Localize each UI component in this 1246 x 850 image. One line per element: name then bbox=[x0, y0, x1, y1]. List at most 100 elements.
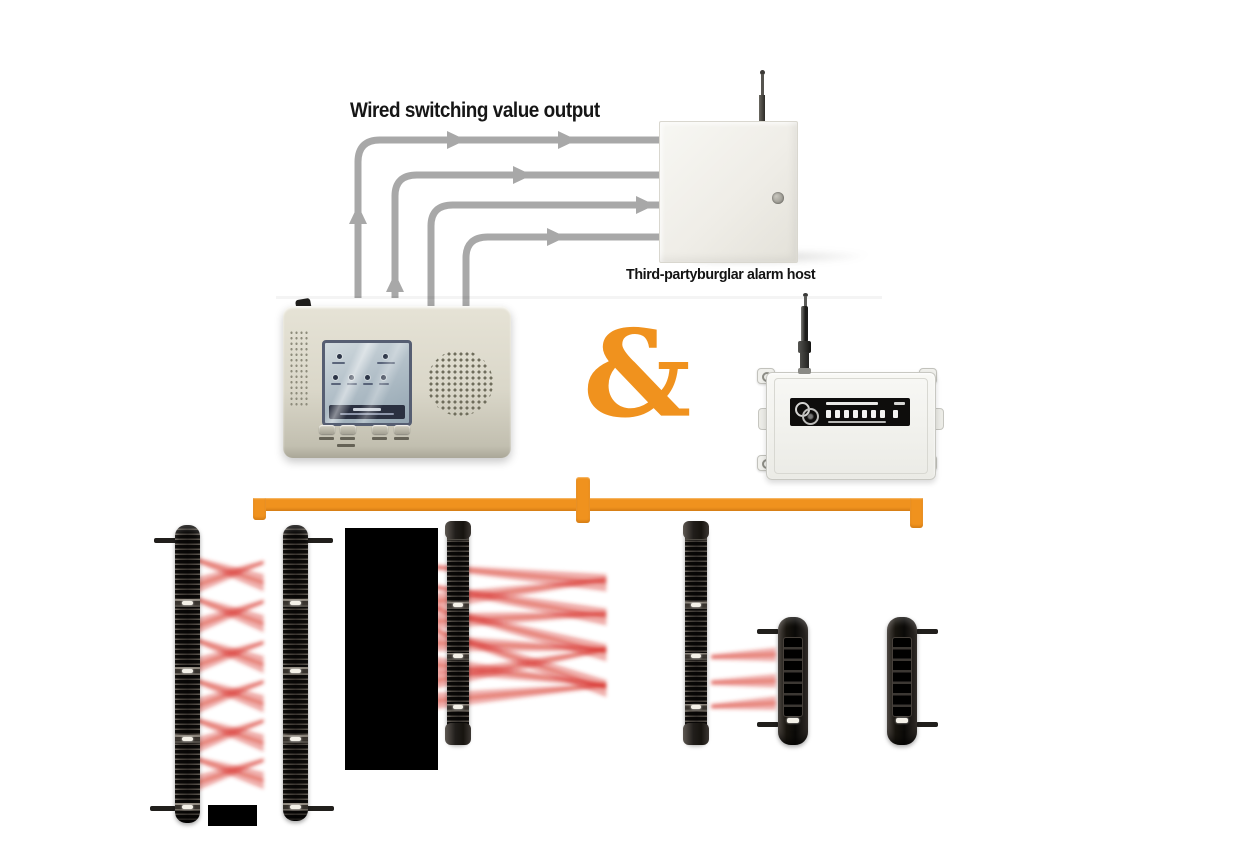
flow-arrow-1 bbox=[354, 136, 659, 298]
led-caption bbox=[332, 362, 345, 364]
transmitter-antenna-nut bbox=[798, 341, 811, 353]
model-text-smudge bbox=[353, 408, 381, 411]
model-subtext-smudge bbox=[340, 413, 394, 415]
transmitter-face-panel bbox=[774, 378, 928, 474]
beam-sensor-bar-short-left bbox=[778, 617, 808, 745]
flow-arrow-4 bbox=[462, 233, 659, 320]
arrowhead-right-icon bbox=[513, 166, 532, 184]
infrared-beam-core bbox=[188, 680, 264, 710]
sensor-led-icon bbox=[182, 737, 193, 741]
infrared-beam-core bbox=[711, 701, 777, 708]
infrared-beam bbox=[711, 647, 777, 662]
wireless-transmitter bbox=[766, 372, 936, 480]
dip-switch-icon bbox=[893, 410, 898, 418]
panel-speaker-grille bbox=[427, 350, 493, 416]
led-caption bbox=[377, 362, 395, 364]
flow-arrow-2 bbox=[391, 171, 659, 298]
transmitter-antenna bbox=[801, 306, 808, 342]
button-caption bbox=[394, 437, 409, 440]
sensor-led-icon bbox=[290, 669, 301, 673]
ampersand-symbol: & bbox=[583, 304, 692, 445]
alarm-host-antenna bbox=[761, 74, 764, 97]
transmitter-antenna-mount bbox=[800, 352, 809, 371]
button-caption bbox=[337, 444, 355, 447]
mounting-rod-icon bbox=[757, 722, 779, 727]
bracket-center-stem bbox=[576, 477, 590, 523]
arrowhead-up-icon bbox=[386, 273, 404, 292]
transmitter-antenna-base bbox=[798, 368, 811, 374]
arrowhead-right-icon bbox=[547, 228, 566, 246]
led-caption bbox=[347, 383, 357, 385]
infrared-beam-core bbox=[188, 641, 264, 670]
dip-switch-icon bbox=[862, 410, 867, 418]
sensor-led-icon bbox=[896, 718, 908, 723]
sensor-led-icon bbox=[182, 669, 193, 673]
infrared-beam-core bbox=[711, 679, 777, 684]
flow-arrow-3 bbox=[427, 201, 659, 312]
status-led-icon bbox=[381, 375, 386, 380]
dip-switch-icon bbox=[880, 410, 885, 418]
beam-sensor-bar-tall-left bbox=[175, 525, 200, 823]
beam-sensor-bar-mid-right bbox=[683, 521, 709, 745]
sensor-led-icon bbox=[290, 737, 301, 741]
transmitter-label-strip bbox=[790, 398, 910, 426]
arrowhead-right-icon bbox=[447, 131, 466, 149]
panel-display bbox=[322, 340, 412, 426]
sensor-led-icon bbox=[290, 805, 301, 809]
status-led-icon bbox=[383, 354, 388, 359]
dip-switch-icon bbox=[853, 410, 858, 418]
sensor-led-icon bbox=[290, 601, 301, 605]
alarm-host-antenna-tip-icon bbox=[760, 70, 765, 75]
mounting-rod-icon bbox=[154, 538, 177, 543]
mounting-rod-icon bbox=[306, 538, 333, 543]
sensor-led-icon bbox=[691, 705, 701, 709]
status-led-icon bbox=[365, 375, 370, 380]
status-led-icon bbox=[349, 375, 354, 380]
sensor-grill bbox=[892, 637, 912, 717]
flow-arrows bbox=[349, 131, 659, 320]
beam-group-long-range-pair bbox=[188, 555, 264, 795]
led-caption bbox=[379, 383, 389, 385]
led-caption bbox=[331, 383, 341, 385]
bracket-right-leg bbox=[910, 498, 923, 528]
mounting-rod-icon bbox=[306, 806, 334, 811]
mounting-rod-icon bbox=[916, 629, 938, 634]
button-caption bbox=[319, 437, 334, 440]
sensor-led-icon bbox=[787, 718, 799, 723]
panel-button bbox=[340, 425, 356, 434]
alarm-host-lock-knob-icon bbox=[772, 192, 784, 204]
mounting-rod-icon bbox=[916, 722, 938, 727]
sensor-led-icon bbox=[691, 603, 701, 607]
button-caption bbox=[340, 437, 355, 440]
alarm-host-label: Third-partyburglar alarm host bbox=[626, 266, 816, 283]
beam-sensor-bar-short-right bbox=[887, 617, 917, 745]
infrared-beam-core bbox=[188, 719, 264, 750]
beam-sensor-bar-mid-left bbox=[445, 521, 471, 745]
infrared-beam-core bbox=[188, 561, 264, 589]
sensor-led-icon bbox=[182, 805, 193, 809]
status-led-icon bbox=[333, 375, 338, 380]
label-text-smudge bbox=[894, 402, 905, 405]
panel-button bbox=[372, 425, 388, 434]
sensor-led-icon bbox=[453, 603, 463, 607]
beam-sensor-bar-tall-right bbox=[283, 525, 308, 821]
sensor-led-icon bbox=[691, 654, 701, 658]
panel-button bbox=[394, 425, 410, 434]
dip-switch-icon bbox=[844, 410, 849, 418]
infrared-beam-core bbox=[188, 759, 264, 787]
dial-icon bbox=[802, 408, 819, 425]
label-text-smudge bbox=[828, 421, 886, 423]
censor-block-large bbox=[345, 528, 438, 770]
censor-block-small bbox=[208, 805, 257, 826]
dip-switch-icon bbox=[871, 410, 876, 418]
beam-group-short-range-pair bbox=[711, 647, 777, 710]
dip-switch-icon bbox=[835, 410, 840, 418]
status-led-icon bbox=[337, 354, 342, 359]
infrared-beams bbox=[188, 555, 777, 795]
panel-button bbox=[319, 425, 335, 434]
photo-seam bbox=[276, 296, 882, 299]
bracket-left-leg bbox=[253, 498, 266, 520]
wired-output-label: Wired switching value output bbox=[350, 99, 600, 122]
arrowhead-right-icon bbox=[636, 196, 655, 214]
